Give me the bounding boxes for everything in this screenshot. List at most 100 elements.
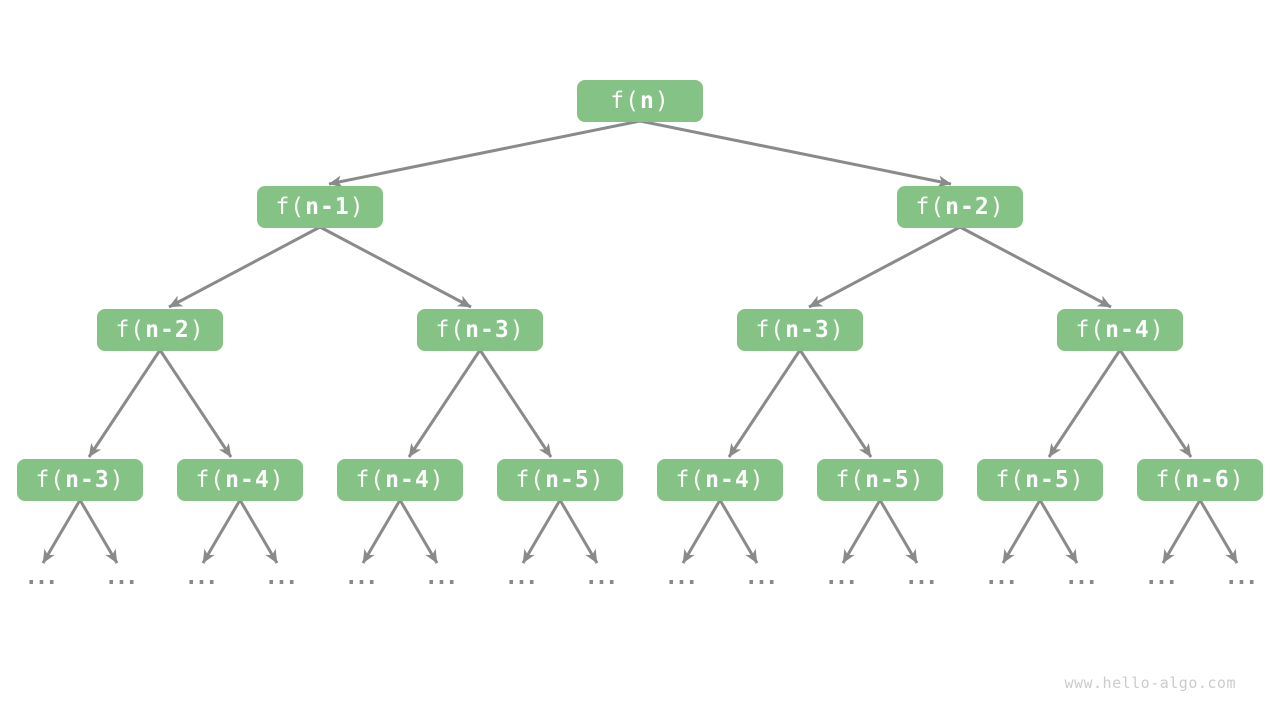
node-label-pre: f( [675,466,706,493]
node-label-pre: f( [195,466,226,493]
edge-arrow [1038,499,1079,564]
edge-arrow [558,499,599,564]
node-label-pre: f( [515,466,546,493]
node-label-post: ) [269,466,285,493]
node-label-post: ) [654,87,670,114]
edge-arrow [168,225,321,309]
edge-arrow [407,349,482,458]
edge-arrow [158,349,233,458]
edge-arrow [727,349,802,458]
node-label-var: n-5 [865,466,910,493]
edge-arrow [1161,499,1202,564]
node-label-pre: f( [35,466,66,493]
edge-arrow [1047,349,1122,458]
ellipsis: ... [744,565,779,590]
node-label-var: n-4 [385,466,430,493]
edge-arrow [1118,349,1193,458]
node-label-var: n [639,87,655,114]
node-label-var: n-3 [785,316,830,343]
node-label-var: n-5 [545,466,590,493]
edge-arrow [639,119,952,188]
ellipsis: ... [584,565,619,590]
edge-arrow [1001,499,1042,564]
tree-node: f(n-3) [737,309,863,351]
tree-node: f(n-4) [1057,309,1183,351]
edge-arrow [319,225,472,309]
watermark: www.hello-algo.com [1064,674,1236,692]
tree-node: f(n-3) [417,309,543,351]
node-label-pre: f( [1075,316,1106,343]
ellipsis: ... [664,565,699,590]
edge-arrow [361,499,402,564]
tree-node: f(n-3) [17,459,143,501]
ellipsis: ... [344,565,379,590]
edge-arrow [398,499,439,564]
node-label-pre: f( [755,316,786,343]
node-label-pre: f( [355,466,386,493]
node-label-var: n-3 [65,466,110,493]
tree-node: f(n-2) [897,186,1023,228]
ellipsis: ... [824,565,859,590]
edge-arrow [798,349,873,458]
node-label-var: n-4 [705,466,750,493]
node-label-post: ) [1069,466,1085,493]
edge-arrow [41,499,82,564]
tree-node: f(n-1) [257,186,383,228]
tree-node: f(n-2) [97,309,223,351]
ellipsis: ... [184,565,219,590]
edge-arrow [201,499,242,564]
node-label-pre: f( [115,316,146,343]
edge-arrow [841,499,882,564]
node-label-pre: f( [435,316,466,343]
node-label-post: ) [989,193,1005,220]
edge-arrow [328,119,641,188]
edge-arrow [238,499,279,564]
ellipsis: ... [264,565,299,590]
edge-arrow [521,499,562,564]
node-label-post: ) [589,466,605,493]
edge-arrow [78,499,119,564]
node-label-var: n-5 [1025,466,1070,493]
edge-arrow [808,225,961,309]
node-label-pre: f( [995,466,1026,493]
ellipsis: ... [904,565,939,590]
ellipsis: ... [424,565,459,590]
node-label-post: ) [1149,316,1165,343]
tree-node: f(n) [577,80,703,122]
node-label-post: ) [349,193,365,220]
ellipsis: ... [104,565,139,590]
node-label-post: ) [749,466,765,493]
tree-node: f(n-4) [177,459,303,501]
edge-arrow [878,499,919,564]
node-label-post: ) [1229,466,1245,493]
tree-node: f(n-5) [497,459,623,501]
node-label-pre: f( [610,87,640,114]
ellipsis: ... [504,565,539,590]
node-label-pre: f( [1155,466,1186,493]
node-label-var: n-6 [1185,466,1230,493]
node-label-var: n-2 [945,193,990,220]
edge-arrow [681,499,722,564]
tree-node: f(n-6) [1137,459,1263,501]
node-label-var: n-2 [145,316,190,343]
edge-arrow [478,349,553,458]
node-label-var: n-4 [1105,316,1150,343]
node-label-pre: f( [915,193,946,220]
node-label-var: n-4 [225,466,270,493]
tree-node: f(n-4) [337,459,463,501]
node-label-pre: f( [835,466,866,493]
tree-node: f(n-5) [817,459,943,501]
ellipsis: ... [1064,565,1099,590]
ellipsis: ... [1224,565,1259,590]
node-label-post: ) [429,466,445,493]
edge-arrow [1198,499,1239,564]
node-label-post: ) [909,466,925,493]
tree-node: f(n-5) [977,459,1103,501]
node-label-var: n-3 [465,316,510,343]
node-label-post: ) [109,466,125,493]
node-label-pre: f( [275,193,306,220]
edge-arrow [87,349,162,458]
node-label-post: ) [829,316,845,343]
